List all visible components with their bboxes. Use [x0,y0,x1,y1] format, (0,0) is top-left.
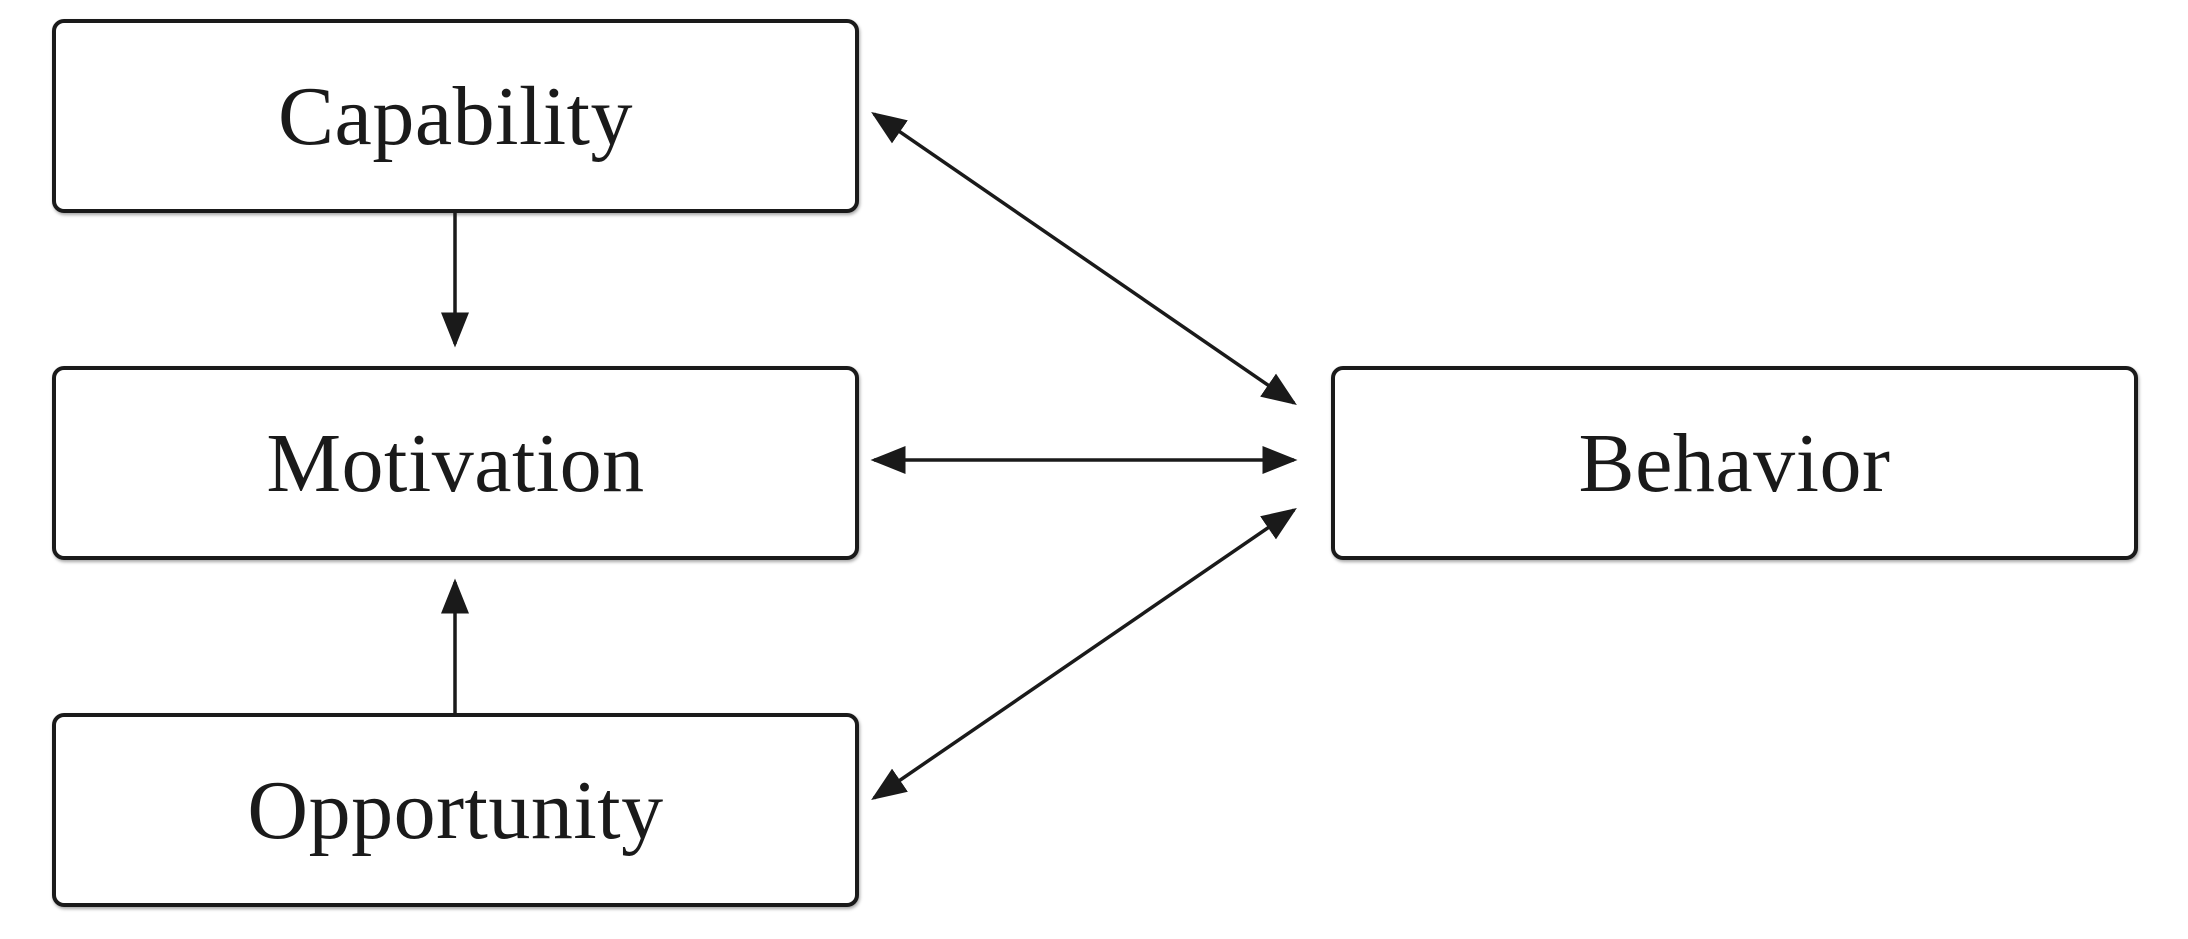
capability-label: Capability [278,69,633,163]
motivation-label: Motivation [266,416,645,510]
motivation-box: Motivation [52,366,859,560]
arrow-capability-behavior [871,112,1297,405]
arrow-opportunity-behavior [871,508,1297,800]
behavior-label: Behavior [1578,416,1891,510]
opportunity-box: Opportunity [52,713,859,907]
capability-box: Capability [52,19,859,213]
behavior-box: Behavior [1331,366,2138,560]
opportunity-label: Opportunity [247,763,664,857]
